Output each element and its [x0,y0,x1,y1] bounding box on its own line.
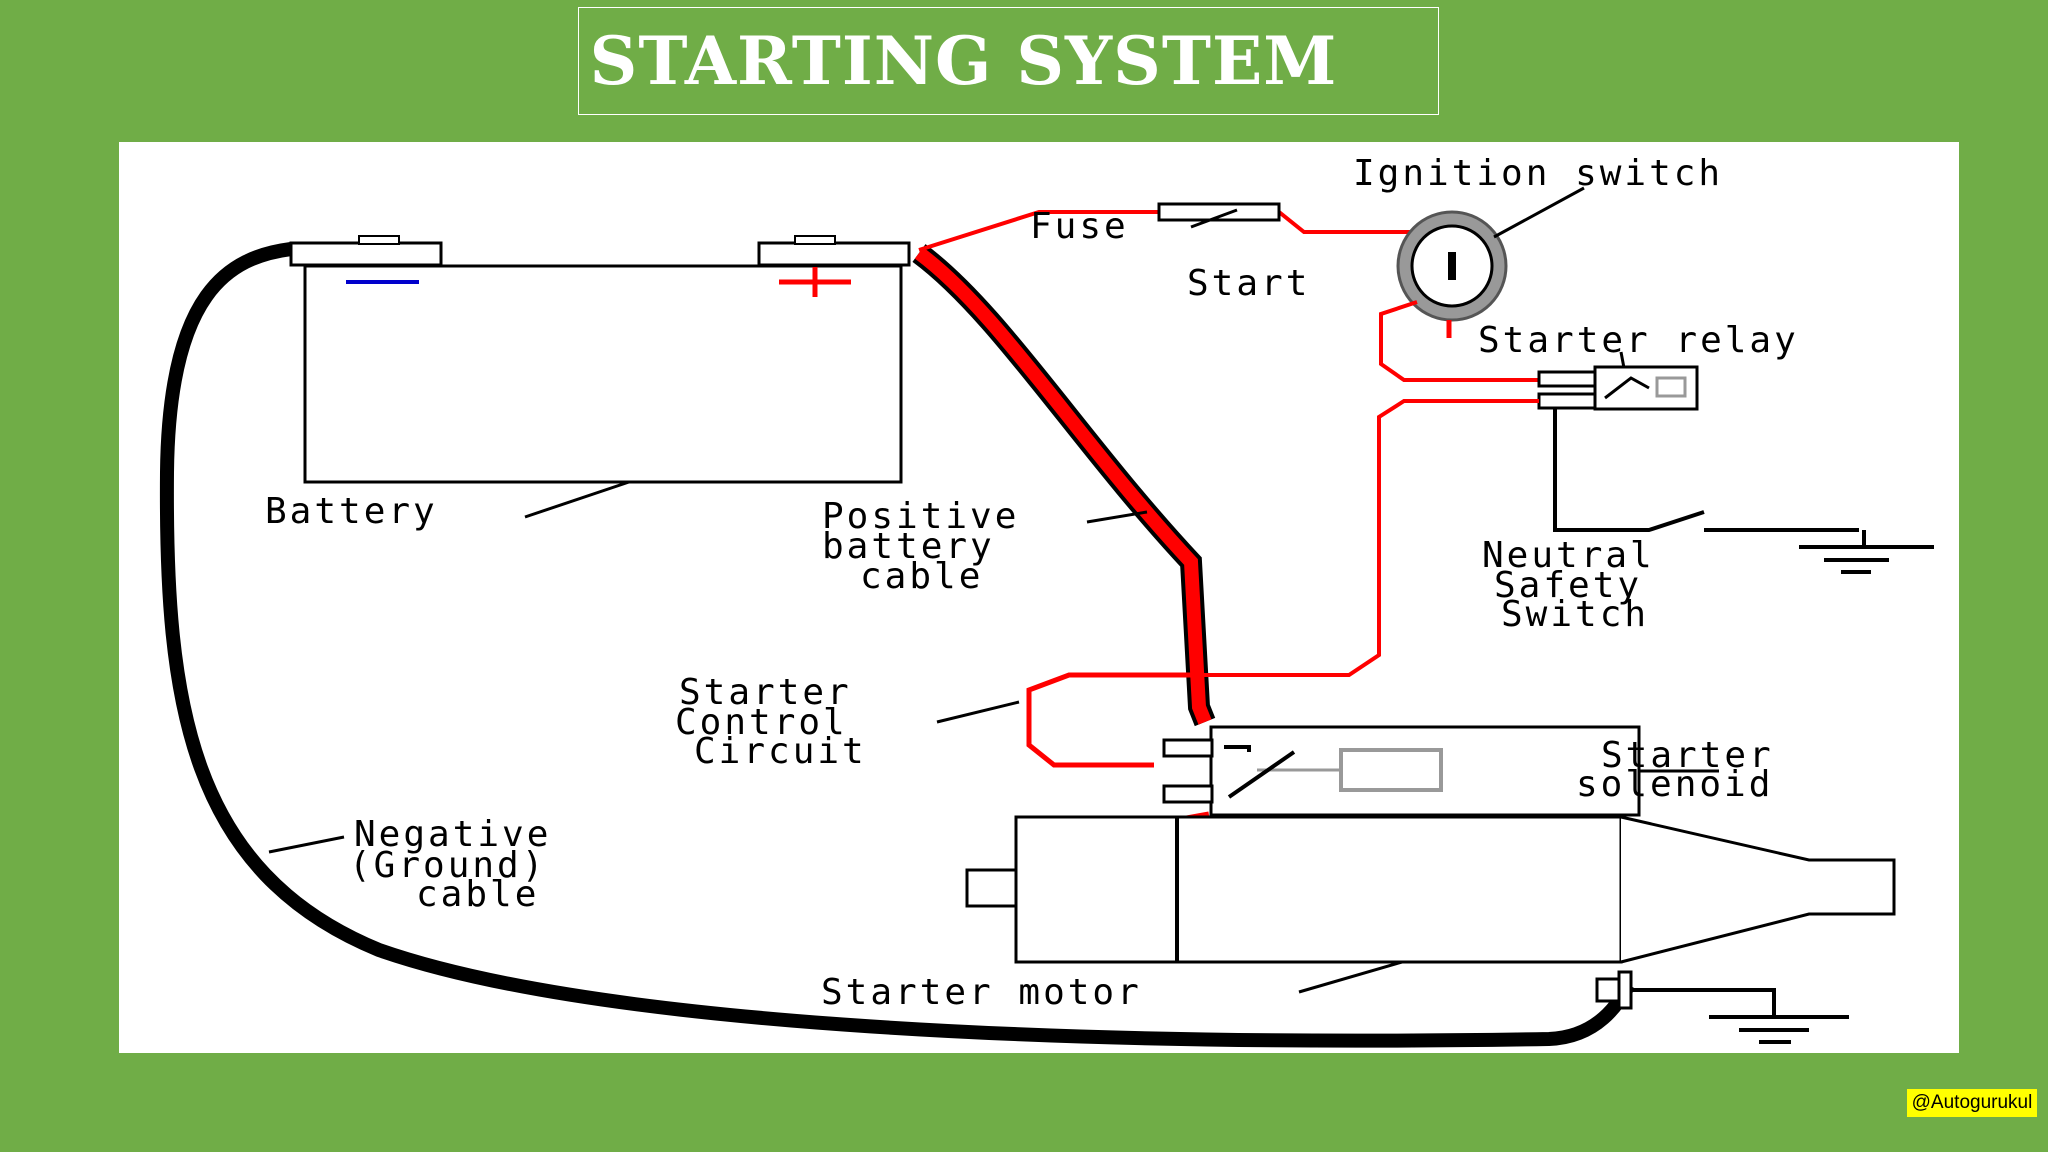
title-box: STARTING SYSTEM [578,7,1439,115]
label-battery: Battery [265,491,438,532]
label-starter-motor: Starter motor [821,972,1142,1013]
label-positive-cable-2: battery [822,526,995,567]
starter-relay-contact [1604,376,1650,400]
label-neutral-safety-1: Neutral [1482,535,1655,576]
battery-box [303,264,903,484]
starting-system-diagram: Ignition switch Fuse Start Starter relay… [159,153,1934,1048]
ignition-switch-key-slot [1448,252,1456,280]
starter-relay-coil [1655,376,1687,398]
label-start: Start [1187,263,1310,304]
label-starter-control-1: Starter [679,672,852,713]
starter-control-leader [936,700,1020,724]
starter-motor-leader [1298,960,1403,994]
page-title: STARTING SYSTEM [589,22,1338,100]
ground-lower-wire [1631,988,1776,1017]
label-fuse: Fuse [1030,206,1129,247]
label-starter-control-2: Control [675,702,848,743]
label-negative-cable-3: cable [416,874,539,915]
starter-relay-leader [1619,351,1626,369]
starter-relay-terminal-2 [1537,392,1597,410]
diagram-panel: Ignition switch Fuse Start Starter relay… [119,142,1959,1053]
starter-motor-end-cap [965,868,1018,908]
label-starter-solenoid-2: solenoid [1576,764,1773,805]
label-negative-cable-2: (Ground) [349,845,546,886]
starter-motor-drive-housing [1620,815,1896,964]
label-neutral-safety-2: Safety [1494,565,1642,606]
battery-leader [524,480,630,519]
starter-relay-terminal-1 [1537,370,1597,388]
battery-negative-terminal [289,241,443,267]
positive-battery-cable [914,247,1212,725]
positive-battery-cable-outline [912,244,1216,727]
starter-solenoid-plunger [1339,748,1443,792]
battery-positive-post [794,235,836,245]
fuse-body [1157,202,1281,222]
label-starter-solenoid-1: Starter [1601,735,1774,776]
fuse-leader [1190,208,1238,229]
relay-to-solenoid-wire [1204,399,1539,677]
starter-control-circuit-wire [1026,672,1194,768]
battery-positive-terminal [757,241,911,267]
ground-bolt-washer [1617,970,1633,1010]
label-starter-relay: Starter relay [1478,320,1799,361]
label-neutral-safety-3: Switch [1501,594,1649,635]
battery-negative-post [358,235,400,245]
ignition-switch-leader [1493,186,1585,239]
solenoid-terminal-upper [1162,738,1214,758]
label-starter-control-3: Circuit [694,731,867,772]
label-positive-cable-1: Positive [822,496,1019,537]
label-ignition-switch: Ignition switch [1353,153,1723,194]
negative-ground-cable [159,242,1636,1048]
solenoid-terminal-lower [1162,784,1214,804]
watermark: @Autogurukul [1907,1089,2037,1117]
neutral-safety-switch-wire [1553,408,1859,532]
negative-cable-leader [268,835,345,854]
start-wire [1379,300,1539,382]
starter-solenoid-contact [1224,745,1296,799]
starter-motor-body [1014,815,1623,964]
label-positive-cable-3: cable [860,556,983,597]
ground-bolt-head [1595,977,1621,1003]
label-negative-cable-1: Negative [354,814,551,855]
positive-cable-leader [1086,510,1148,524]
